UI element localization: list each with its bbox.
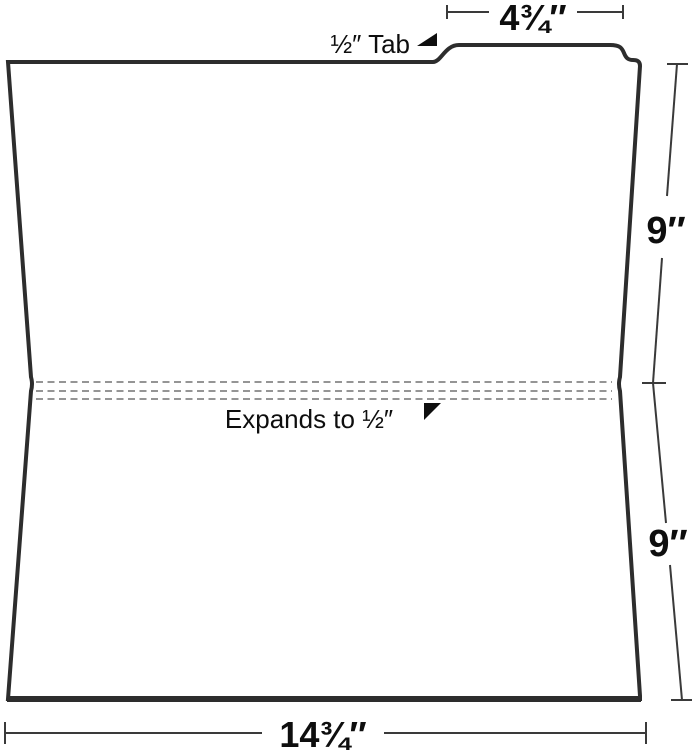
expansion-pointer-icon [424,403,441,420]
total-width-measurement: 14¾″ [4,714,647,751]
folder-outline [5,43,643,701]
upper-height-measure-line [652,257,663,384]
lower-height-measure-line [669,564,683,701]
tab-pointer-icon [417,33,437,46]
upper-height-measure-line [666,63,678,197]
fold-lines [36,381,612,400]
upper-height-measurement: 9″ [642,63,688,384]
lower-height-measurement: 9″ [648,382,692,701]
tab-width-label: 4¾″ [499,0,566,38]
total-width-label: 14¾″ [279,714,366,751]
upper-height-label: 9″ [646,210,685,252]
expansion-label: Expands to ½″ [225,404,393,434]
tab-label: ½″ Tab [330,29,410,59]
expansion-callout: Expands to ½″ [225,403,441,434]
lower-height-measure-line [652,382,667,524]
tab-callout: ½″ Tab [330,29,437,59]
tab-width-measurement: 4¾″ [446,0,624,38]
lower-height-label: 9″ [648,523,687,565]
